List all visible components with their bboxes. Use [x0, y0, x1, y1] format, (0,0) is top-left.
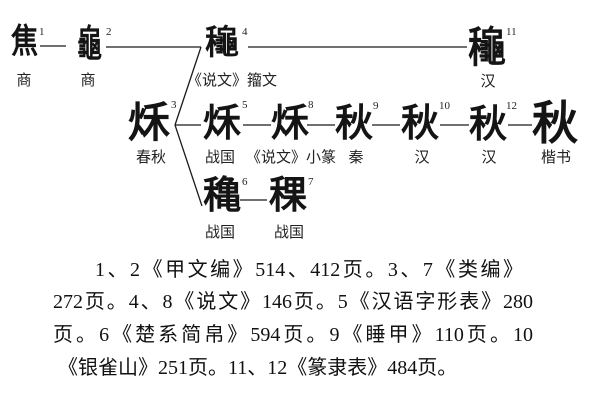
- glyph-number-3: 3: [171, 99, 177, 111]
- glyph-label-3: 春秋: [135, 148, 167, 166]
- glyph-number-6: 6: [242, 176, 248, 188]
- glyph-label-11: 汉: [480, 72, 496, 90]
- glyph-6: 穐: [203, 172, 242, 217]
- glyph-number-7: 7: [308, 176, 314, 188]
- glyph-label-5: 战国: [204, 148, 236, 166]
- glyph-label-10: 汉: [414, 148, 430, 166]
- glyph-label-6: 战国: [204, 223, 236, 241]
- glyph-number-5: 5: [242, 99, 248, 111]
- glyph-label-7: 战国: [273, 223, 305, 241]
- glyph-final-kaishu: 秋: [532, 96, 578, 150]
- glyph-7: 稞: [269, 172, 308, 217]
- caption-line-4: 《银雀山》251页。11、12《篆隶表》484页。: [58, 357, 458, 379]
- caption-line-2: 272页。4、8《说文》146页。5《汉语字形表》280: [53, 291, 533, 313]
- glyph-3: 秌: [128, 98, 171, 147]
- glyph-number-4: 4: [242, 26, 248, 38]
- glyph-label-8: 《说文》小篆: [245, 148, 337, 166]
- glyph-number-1: 1: [39, 26, 45, 38]
- glyph-number-8: 8: [308, 99, 314, 111]
- glyph-2: 龜: [77, 22, 103, 66]
- glyph-number-10: 10: [439, 100, 450, 112]
- glyph-label-12: 汉: [481, 148, 497, 166]
- glyph-11: 龝: [468, 21, 507, 72]
- glyph-4: 龝: [205, 23, 239, 63]
- glyph-number-12: 12: [506, 100, 517, 112]
- glyph-9: 秋: [335, 100, 374, 145]
- glyph-1: 焦: [11, 22, 38, 62]
- edge-branch-3-down: [174, 124, 203, 207]
- caption-line-3: 页。6《楚系简帛》594页。9《睡甲》110页。10: [53, 324, 533, 346]
- glyph-label-4: 《说文》籀文: [186, 71, 278, 89]
- edge-branch-3-up: [174, 46, 202, 126]
- glyph-label-final: 楷书: [540, 148, 572, 166]
- glyph-5: 秌: [203, 100, 242, 145]
- glyph-8: 秌: [271, 100, 310, 145]
- glyph-number-9: 9: [373, 100, 379, 112]
- caption-line-1: 1、2《甲文编》514、412页。3、7《类编》: [95, 259, 523, 281]
- glyph-label-9: 秦: [348, 148, 364, 166]
- glyph-number-11: 11: [506, 26, 517, 38]
- glyph-label-1: 商: [16, 71, 32, 89]
- glyph-number-2: 2: [106, 26, 112, 38]
- glyph-label-2: 商: [80, 71, 96, 89]
- glyph-10: 秋: [401, 100, 440, 145]
- glyph-12: 秋: [469, 101, 508, 146]
